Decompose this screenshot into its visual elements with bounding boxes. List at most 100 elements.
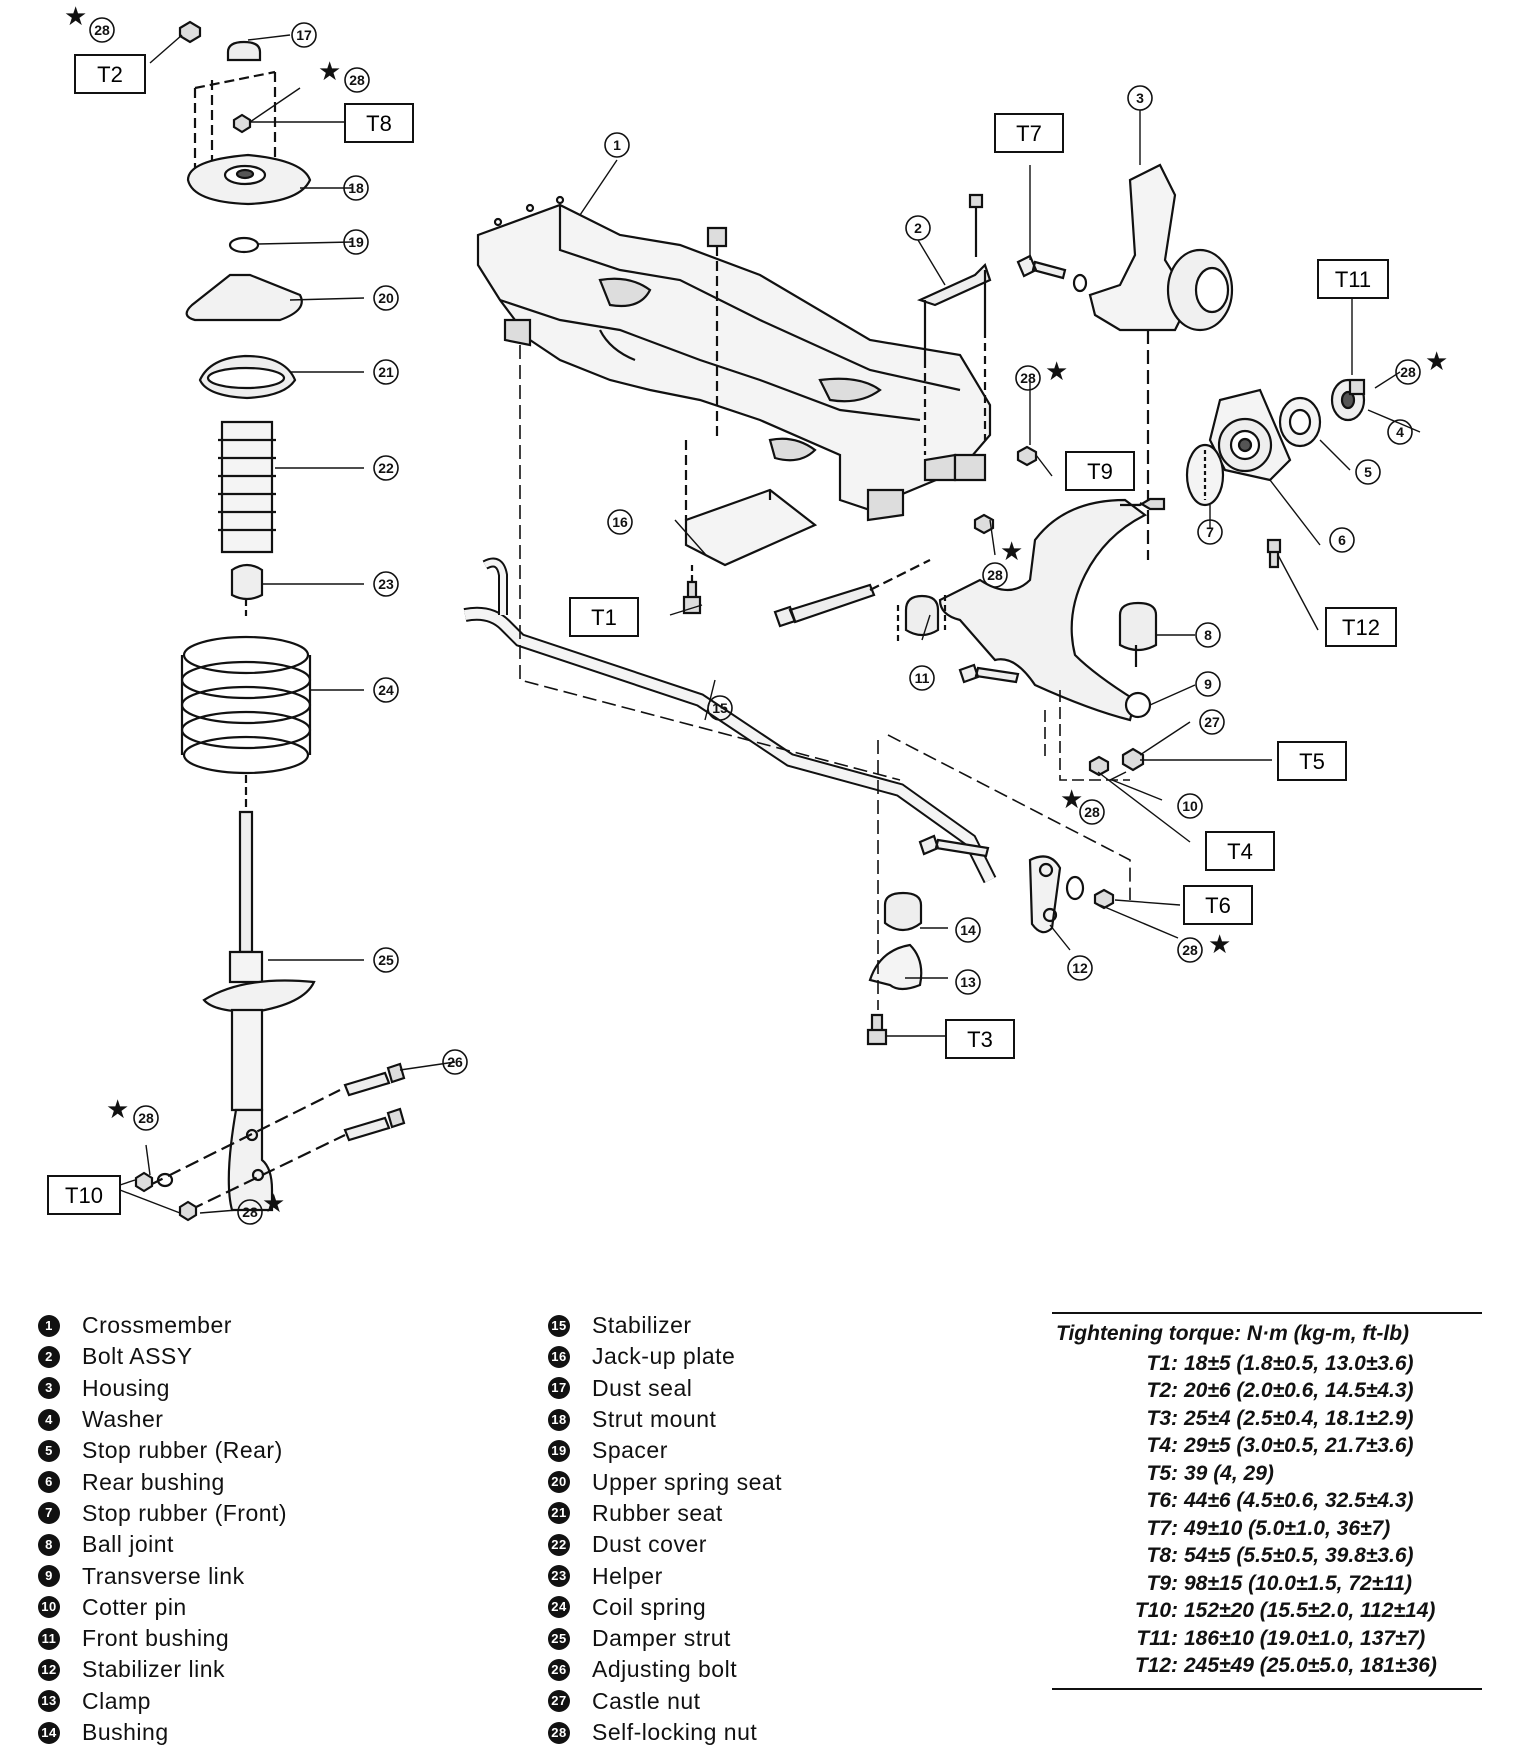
legend-label: Front bushing xyxy=(82,1625,230,1652)
callout-16: 16 xyxy=(607,509,633,535)
legend-label: Damper strut xyxy=(592,1625,731,1652)
torque-box-t1: T1 xyxy=(569,597,639,637)
legend-number: 22 xyxy=(548,1533,570,1556)
svg-text:2: 2 xyxy=(914,220,922,236)
legend-number: 28 xyxy=(548,1721,570,1744)
legend-label: Strut mount xyxy=(592,1406,717,1433)
rear-bushing-part xyxy=(1208,388,1292,482)
legend-label: Upper spring seat xyxy=(592,1468,783,1495)
callout-9: 9 xyxy=(1195,671,1221,697)
t7-bolt-part xyxy=(1016,254,1067,280)
svg-text:T5: T5 xyxy=(1299,749,1325,774)
svg-text:T6: T6 xyxy=(1205,893,1231,918)
torque-label: T2: xyxy=(1146,1379,1179,1403)
svg-text:25: 25 xyxy=(378,952,394,968)
torque-label: T5: xyxy=(1146,1461,1179,1485)
svg-text:T11: T11 xyxy=(1335,267,1371,292)
callout-22: 22 xyxy=(373,455,399,481)
star-icon: ★ xyxy=(1000,537,1023,567)
torque-value: 245±49 (25.0±5.0, 181±36) xyxy=(1184,1654,1437,1678)
callout-20: 20 xyxy=(373,285,399,311)
legend-number: 5 xyxy=(38,1439,60,1462)
callout-27: 27 xyxy=(1199,709,1225,735)
stabilizer-link-part xyxy=(1028,855,1062,934)
legend-label: Bolt ASSY xyxy=(82,1343,193,1370)
legend-label: Housing xyxy=(82,1374,170,1401)
torque-boxes: T2 T8 T7 T11 T9 T1 T12 T5 T4 T6 T3 T10 xyxy=(47,54,1397,1215)
svg-text:28: 28 xyxy=(1020,370,1036,386)
torque-label: T9: xyxy=(1146,1571,1179,1595)
callout-28-i: 28 xyxy=(237,1199,263,1225)
legend-number: 23 xyxy=(548,1565,570,1588)
torque-row: T3:25±4 (2.5±0.4, 18.1±2.9) xyxy=(1052,1405,1482,1433)
callout-3: 3 xyxy=(1127,85,1153,111)
jack-up-plate-part xyxy=(684,488,818,567)
legend-number: 11 xyxy=(38,1627,60,1650)
adjusting-bolt-part xyxy=(149,1062,406,1211)
svg-text:16: 16 xyxy=(612,514,628,530)
svg-text:14: 14 xyxy=(960,922,976,938)
bushing-part xyxy=(883,891,923,932)
torque-row: T6:44±6 (4.5±0.6, 32.5±4.3) xyxy=(1052,1488,1482,1516)
torque-value: 39 (4, 29) xyxy=(1184,1461,1274,1485)
torque-box-t11: T11 xyxy=(1317,259,1389,299)
torque-label: T12: xyxy=(1134,1654,1178,1678)
torque-box-t2: T2 xyxy=(74,54,146,94)
callout-28-f: 28 xyxy=(1079,799,1105,825)
svg-text:27: 27 xyxy=(1204,714,1220,730)
star-icon: ★ xyxy=(1425,347,1448,377)
svg-text:12: 12 xyxy=(1072,960,1088,976)
legend-number: 26 xyxy=(548,1658,570,1681)
legend-label: Adjusting bolt xyxy=(592,1656,738,1683)
torque-box-t7: T7 xyxy=(994,113,1064,153)
legend-number: 25 xyxy=(548,1627,570,1650)
legend-label: Rear bushing xyxy=(82,1468,225,1495)
svg-text:T3: T3 xyxy=(967,1027,993,1052)
callout-17: 17 xyxy=(291,22,317,48)
torque-value: 98±15 (10.0±1.5, 72±11) xyxy=(1184,1571,1413,1595)
torque-box-t3: T3 xyxy=(945,1019,1015,1059)
callout-19: 19 xyxy=(343,229,369,255)
lower-bolt-part xyxy=(958,663,1020,684)
svg-text:T8: T8 xyxy=(366,111,392,136)
legend-number: 7 xyxy=(38,1502,60,1525)
dust-seal-part xyxy=(226,40,262,62)
legend-label: Ball joint xyxy=(82,1531,174,1558)
star-icon: ★ xyxy=(106,1095,129,1125)
svg-text:15: 15 xyxy=(712,700,728,716)
legend-label: Stabilizer link xyxy=(82,1656,225,1683)
callout-11: 11 xyxy=(909,665,935,691)
legend-label: Transverse link xyxy=(82,1562,245,1589)
svg-text:24: 24 xyxy=(378,682,394,698)
legend-label: Rubber seat xyxy=(592,1499,723,1526)
svg-text:6: 6 xyxy=(1338,532,1346,548)
torque-row: T7:49±10 (5.0±1.0, 36±7) xyxy=(1052,1515,1482,1543)
svg-text:17: 17 xyxy=(296,27,312,43)
svg-text:19: 19 xyxy=(348,234,364,250)
svg-text:T4: T4 xyxy=(1227,839,1253,864)
legend-label: Cotter pin xyxy=(82,1593,187,1620)
callout-28-h: 28 xyxy=(133,1105,159,1131)
svg-text:1: 1 xyxy=(613,137,621,153)
torque-label: T10: xyxy=(1134,1599,1178,1623)
legend-number: 13 xyxy=(38,1690,60,1713)
ball-joint-part xyxy=(1118,601,1158,652)
callout-13: 13 xyxy=(955,969,981,995)
callout-1: 1 xyxy=(604,132,630,158)
torque-box-t9: T9 xyxy=(1065,451,1135,491)
dust-cover-part xyxy=(220,420,274,554)
transverse-link-part xyxy=(938,497,1166,722)
svg-text:28: 28 xyxy=(242,1204,258,1220)
